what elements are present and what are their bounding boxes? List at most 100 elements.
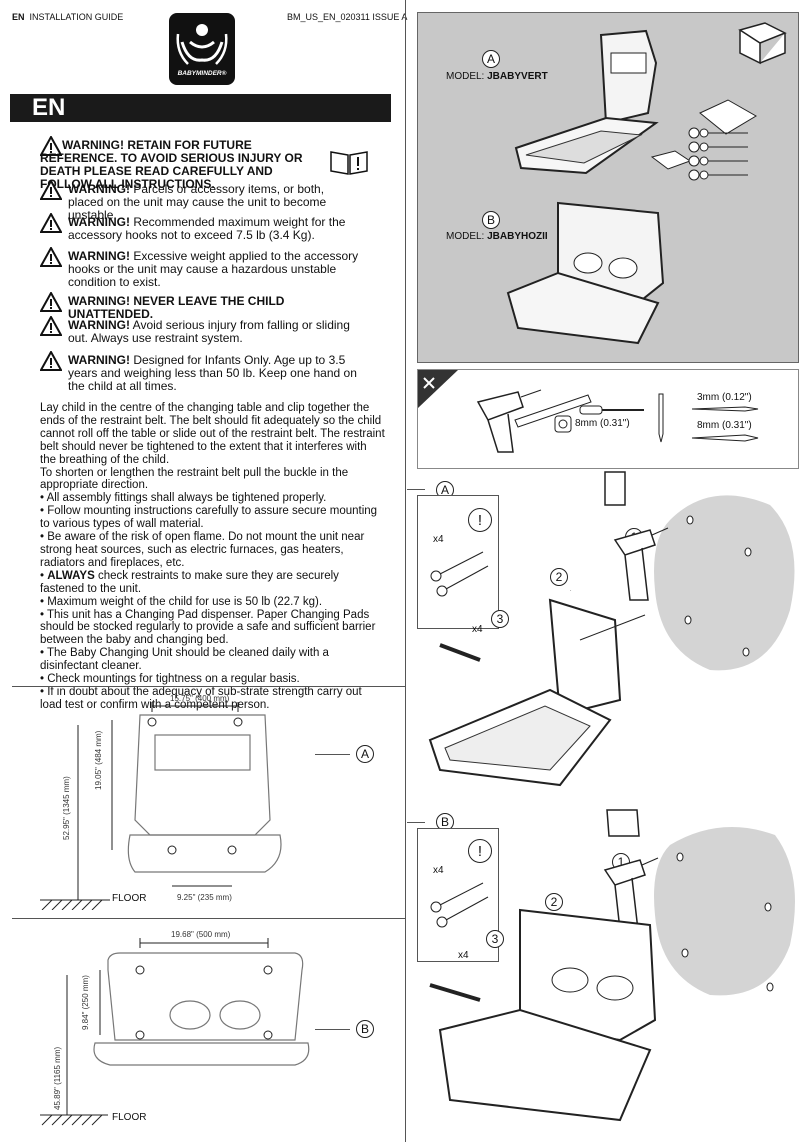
diagram-b-width: 19.68" (500 mm): [171, 930, 231, 939]
warning-1: WARNING! Parcels or accessory items, or …: [40, 180, 362, 222]
step-a-detail: ! x4: [417, 495, 499, 629]
warning-2-label: WARNING!: [68, 215, 130, 229]
warning-0-text: WARNING! RETAIN FOR FUTURE REFERENCE. TO…: [40, 138, 303, 191]
wall-b-shape: [654, 827, 795, 996]
instruction-bullet: • Be aware of the risk of open flame. Do…: [40, 531, 365, 569]
model-a-illustration: [514, 29, 659, 175]
drill-icon: [476, 389, 542, 453]
warning-triangle-icon: [40, 316, 62, 336]
bit-3mm-label: 3mm (0.12"): [697, 392, 752, 403]
babyminder-logo: BABYMINDER®: [168, 12, 236, 86]
warning-5-text: Avoid serious injury from falling or sli…: [68, 318, 350, 345]
model-a-name: JBABYVERT: [487, 71, 548, 82]
screwdriver-icon: [579, 405, 644, 415]
step-b-detail: ! x4: [417, 828, 499, 962]
section-divider: [12, 686, 405, 687]
instruction-bullet: • All assembly fittings shall always be …: [40, 492, 327, 505]
spirit-level-icon: [514, 394, 592, 428]
step-b-3: 3: [486, 930, 504, 948]
diagram-b-drawing: [40, 938, 310, 1126]
models-panel: A MODEL: JBABYVERT B MODEL: JBABYHOZII: [417, 12, 799, 363]
section-label: EN: [10, 94, 391, 122]
drill-bit-8mm-icon: [691, 434, 759, 442]
instruction-bullet: • ALWAYS check restraints to make sure t…: [40, 570, 385, 596]
alert-icon: !: [468, 508, 492, 532]
alert-icon: !: [468, 839, 492, 863]
diagram-b-badge: B: [356, 1020, 374, 1038]
step-b-2: 2: [545, 893, 563, 911]
warning-3-text: Excessive weight applied to the accessor…: [68, 249, 359, 289]
tools-panel: 8mm (0.31") 3mm (0.12") 8mm (0.31"): [417, 369, 799, 469]
diagram-a-leader: [315, 754, 350, 755]
instructions-shorten: To shorten or lengthen the restraint bel…: [40, 466, 349, 492]
model-b-name: JBABYHOZII: [487, 231, 548, 242]
step-a-3: 3: [491, 610, 509, 628]
bullet-rest: check restraints to make sure they are s…: [40, 569, 339, 595]
warning-triangle-icon: [40, 136, 62, 156]
step-b-leader: [407, 822, 425, 823]
bit-8mm-left-label: 8mm (0.31"): [575, 418, 630, 429]
model-b-illustration: [506, 201, 665, 345]
instruction-bullet: • The Baby Changing Unit should be clean…: [40, 647, 329, 673]
diagram-a-badge: A: [356, 745, 374, 763]
diagram-b-leader: [315, 1029, 350, 1030]
read-manual-icon: [329, 150, 369, 176]
step-b-unit-illustration: [429, 908, 657, 1122]
diagram-a-width: 15.75" (400 mm): [170, 694, 230, 703]
pencil-icon: [658, 393, 664, 443]
model-b-label: MODEL: JBABYHOZII: [446, 231, 548, 242]
warning-6-text: Designed for Infants Only. Age up to 3.5…: [68, 353, 357, 393]
instructions-body: Lay child in the centre of the changing …: [40, 402, 385, 712]
manual-sheet-icon: [699, 99, 757, 135]
tools-icon: [418, 370, 458, 408]
step-a-2: 2: [550, 568, 568, 586]
brand-name: BABYMINDER®: [177, 70, 227, 77]
warning-2: WARNING! Recommended maximum weight for …: [40, 213, 362, 242]
warning-5: WARNING! Avoid serious injury from falli…: [40, 316, 372, 345]
diagram-b-floor: FLOOR: [112, 1112, 147, 1123]
step-a-unit-illustration: [428, 590, 646, 787]
step-a-leader: [407, 489, 425, 490]
warning-6-label: WARNING!: [68, 353, 130, 367]
model-b-prefix: MODEL:: [446, 231, 488, 242]
always-label: ALWAYS: [47, 569, 95, 582]
header-lang: EN INSTALLATION GUIDE: [12, 12, 123, 22]
guide-title: INSTALLATION GUIDE: [29, 12, 124, 22]
column-divider: [405, 0, 406, 1142]
diagram-a-floor: FLOOR: [112, 893, 147, 904]
step-a-x4-top: x4: [433, 534, 444, 545]
bit-8mm-right-label: 8mm (0.31"): [697, 420, 752, 431]
warning-4-label: WARNING! NEVER LEAVE THE CHILD UNATTENDE…: [68, 294, 285, 321]
lang-code: EN: [12, 12, 25, 22]
step-a-drill-icon: [613, 527, 669, 601]
step-a-x4-side: x4: [472, 624, 483, 635]
warning-1-label: WARNING!: [68, 182, 130, 196]
drill-bit-3mm-icon: [691, 406, 759, 412]
screw-plug-icon: [430, 882, 489, 928]
instruction-bullet: • Check mountings for tightness on a reg…: [40, 673, 300, 686]
box-icon: [738, 22, 787, 65]
diagram-a-bottom: 9.25" (235 mm): [177, 893, 232, 902]
model-a-label: MODEL: JBABYVERT: [446, 71, 548, 82]
instructions-intro: Lay child in the centre of the changing …: [40, 402, 385, 466]
tape-measure-icon: [554, 415, 572, 433]
warning-3-label: WARNING!: [68, 249, 130, 263]
screws-icon: [688, 127, 748, 181]
model-b-badge: B: [482, 211, 500, 229]
warning-triangle-icon: [40, 247, 62, 267]
warning-triangle-icon: [40, 180, 62, 200]
unit-b-thumbnail-icon: [606, 809, 640, 837]
instruction-bullet: • Maximum weight of the child for use is…: [40, 595, 323, 608]
bullet-prefix: •: [40, 569, 48, 582]
warning-triangle-icon: [40, 213, 62, 233]
warning-6: WARNING! Designed for Infants Only. Age …: [40, 351, 362, 393]
model-a-badge: A: [482, 50, 500, 68]
warning-triangle-icon: [40, 351, 62, 371]
warning-3: WARNING! Excessive weight applied to the…: [40, 247, 362, 289]
unit-a-thumbnail-icon: [604, 471, 626, 506]
warning-0: WARNING! RETAIN FOR FUTURE REFERENCE. TO…: [40, 136, 327, 191]
doc-ref: BM_US_EN_020311 ISSUE A: [287, 12, 408, 22]
step-b-x4-top: x4: [433, 865, 444, 876]
screw-plug-icon: [430, 551, 489, 597]
warning-5-label: WARNING!: [68, 318, 130, 332]
